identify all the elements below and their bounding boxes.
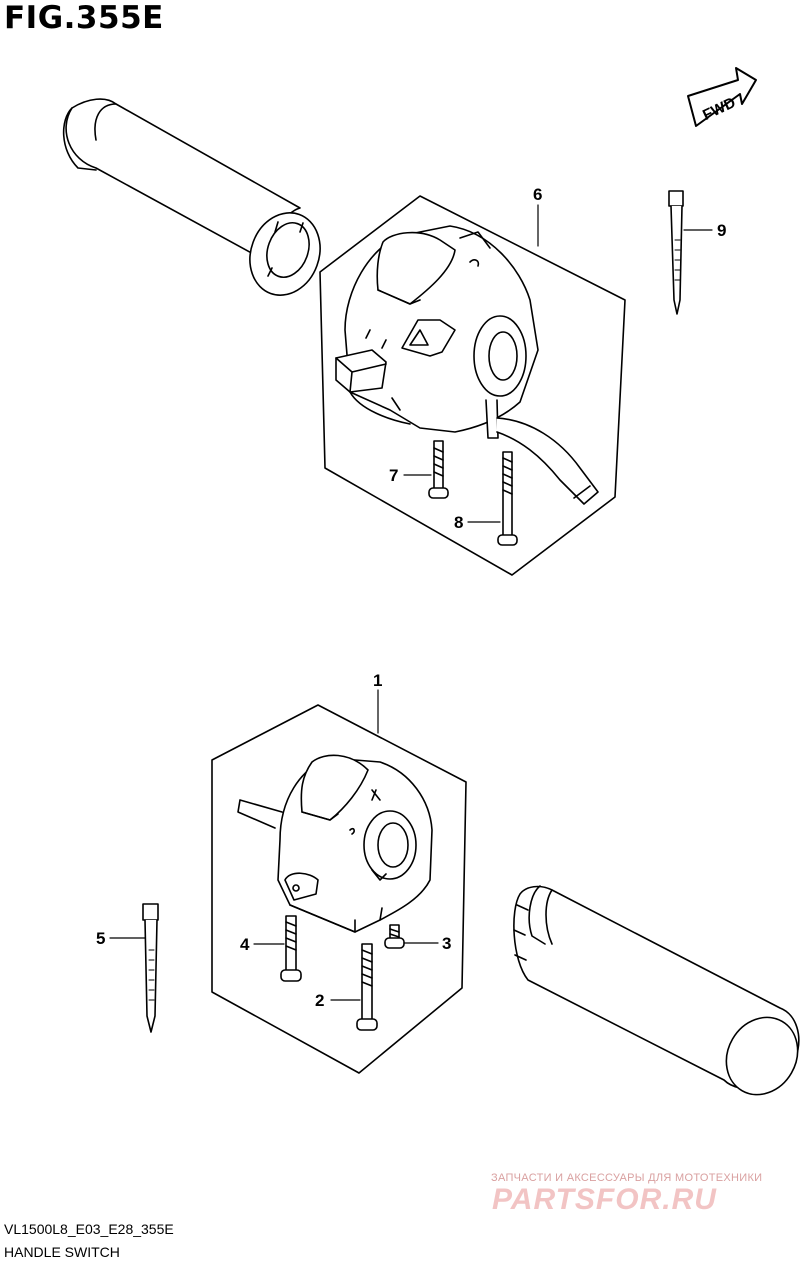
screw-8-part [497,451,518,546]
fwd-arrow-icon [687,67,757,127]
handle-switch-right-part [335,225,599,505]
screw-3-part [384,924,405,949]
figure-name: HANDLE SWITCH [4,1244,120,1260]
callout-6: 6 [533,185,543,204]
callout-1: 1 [373,671,383,690]
figure-title: FIG.355E [4,0,164,36]
callout-4: 4 [240,935,250,954]
callout-8: 8 [454,513,464,532]
callout-3: 3 [442,934,452,953]
callout-5: 5 [96,929,106,948]
right-grip-part [513,885,800,1096]
figure-code: VL1500L8_E03_E28_355E [4,1221,174,1237]
callout-9: 9 [717,221,727,240]
leader-lines [109,204,713,1001]
watermark-logo: PARTSFOR.RU [492,1183,717,1216]
callout-7: 7 [389,466,399,485]
assembly-outline-1 [211,704,467,1074]
cable-tie-9-part [668,190,684,315]
cable-tie-5-part [142,903,159,1033]
screw-4-part [280,915,302,982]
screw-7-part [428,440,449,499]
watermark-tagline: ЗАПЧАСТИ И АКСЕССУАРЫ ДЛЯ МОТОТЕХНИКИ [491,1172,763,1184]
callout-2: 2 [315,991,325,1010]
screw-2-part [356,943,378,1031]
handle-switch-left-part [237,754,433,933]
left-grip-part [62,98,321,296]
assembly-outline-6 [319,195,626,576]
